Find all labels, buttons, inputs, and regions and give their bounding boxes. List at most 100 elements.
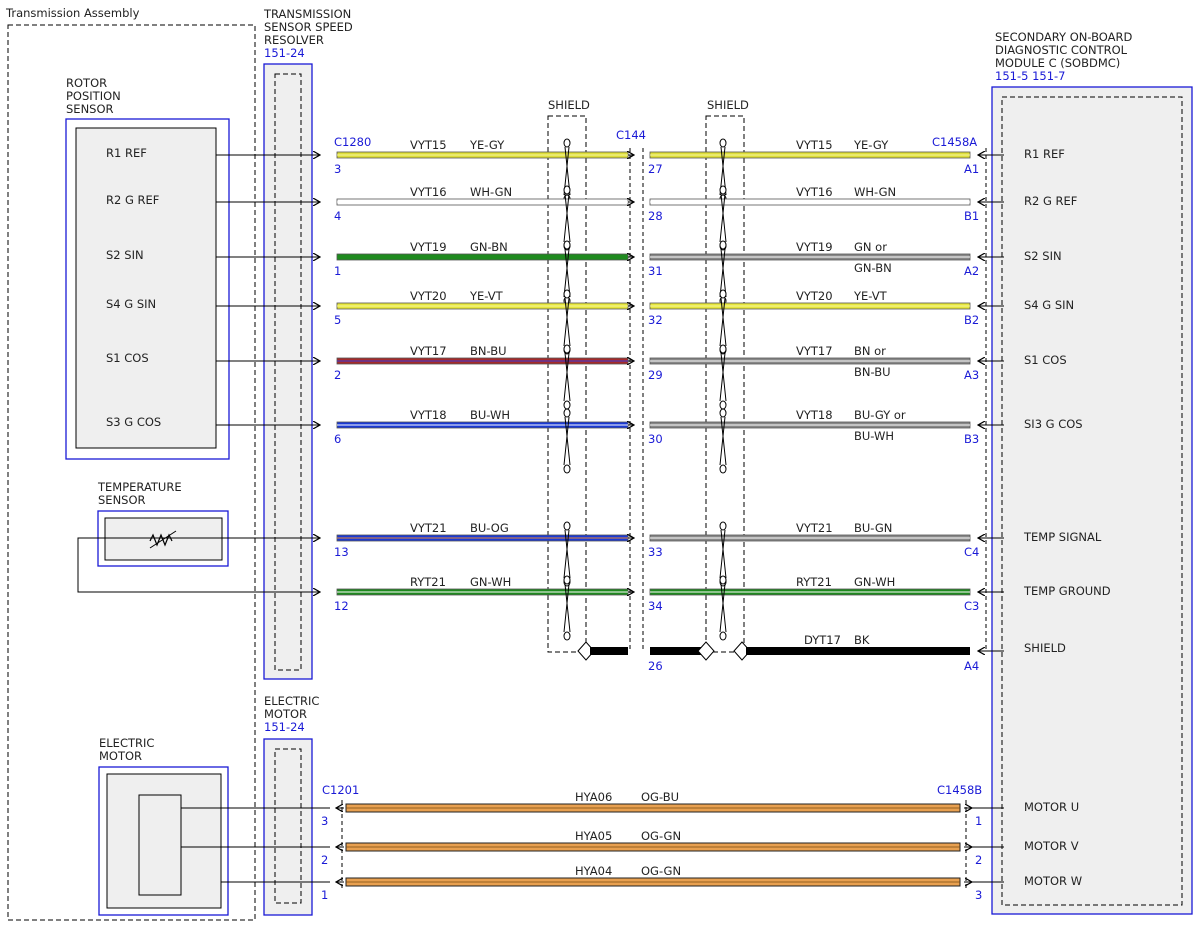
pin-right: 3 xyxy=(975,888,982,902)
pin-label-right: TEMP SIGNAL xyxy=(1023,530,1102,544)
svg-text:MODULE C (SOBDMC): MODULE C (SOBDMC) xyxy=(995,56,1120,70)
pin-mid: 34 xyxy=(648,599,663,613)
color-code-right-alt: BU-WH xyxy=(854,429,894,443)
twist-top xyxy=(563,138,571,148)
twist-top xyxy=(563,185,571,195)
twist-top xyxy=(563,240,571,250)
color-code-left: YE-GY xyxy=(469,138,505,152)
twist-top xyxy=(719,521,727,531)
connector-c1280: C1280 xyxy=(334,135,371,149)
svg-text:MOTOR: MOTOR xyxy=(99,749,142,763)
circuit-id-motor: HYA06 xyxy=(575,790,612,804)
color-code-left: GN-BN xyxy=(470,240,508,254)
shield-wire-2 xyxy=(650,647,705,655)
connector-c1458b: C1458B xyxy=(937,783,982,797)
color-code-right: BU-GY or xyxy=(854,408,906,422)
color-code-left: BU-WH xyxy=(470,408,510,422)
svg-text:151-5 151-7: 151-5 151-7 xyxy=(995,69,1066,83)
pin-left: 2 xyxy=(334,368,341,382)
wire-right xyxy=(649,151,971,159)
twist-bottom xyxy=(719,631,727,641)
shield-twist xyxy=(719,575,727,641)
motor-connector: ELECTRIC MOTOR 151-24 xyxy=(263,694,319,916)
twist-bottom xyxy=(563,400,571,410)
circuit-id-left: VYT18 xyxy=(410,408,447,422)
pin-mid: 30 xyxy=(648,432,663,446)
twist-top xyxy=(719,344,727,354)
color-code-motor: OG-BU xyxy=(641,790,679,804)
shield-diamond xyxy=(697,641,715,661)
twist-top xyxy=(719,185,727,195)
circuit-id-left: VYT21 xyxy=(410,521,447,535)
pin-mid: 32 xyxy=(648,313,663,327)
pin-label-right: S2 SIN xyxy=(1024,249,1062,263)
circuit-id-right: VYT20 xyxy=(796,289,833,303)
pin-label-right: TEMP GROUND xyxy=(1023,584,1111,598)
color-code-right: GN or xyxy=(854,240,887,254)
shield-twist xyxy=(563,408,571,474)
wire-left xyxy=(336,421,629,429)
twist-top xyxy=(563,521,571,531)
temperature-sensor: TEMPERATURE SENSOR xyxy=(97,480,229,567)
circuit-id-left: VYT20 xyxy=(410,289,447,303)
pin-label-right: MOTOR U xyxy=(1024,800,1079,814)
pin-label-right: S1 COS xyxy=(1024,353,1067,367)
pin-right: A1 xyxy=(964,162,979,176)
temp-sensor-loop xyxy=(77,537,320,593)
pin-label-right: SI3 G COS xyxy=(1024,417,1083,431)
color-code-shield: BK xyxy=(854,633,870,647)
twist-top xyxy=(719,289,727,299)
circuit-id-shield: DYT17 xyxy=(804,633,841,647)
svg-text:151-24: 151-24 xyxy=(264,46,305,60)
twist-top xyxy=(563,408,571,418)
circuit-id-left: VYT19 xyxy=(410,240,447,254)
circuit-id-right: VYT15 xyxy=(796,138,833,152)
pin-label-left: S2 SIN xyxy=(106,248,144,262)
circuit-id-right: VYT19 xyxy=(796,240,833,254)
pin-label-left: S4 G SIN xyxy=(106,297,156,311)
color-code-right-alt: BN-BU xyxy=(854,365,891,379)
circuit-id-right: VYT16 xyxy=(796,185,833,199)
pin-left: 4 xyxy=(334,209,341,223)
twist-bottom xyxy=(719,400,727,410)
twist-top xyxy=(719,408,727,418)
twist-lines xyxy=(563,193,571,243)
wire-right xyxy=(649,253,971,261)
pin-right: B3 xyxy=(964,432,979,446)
connector-c1201: C1201 xyxy=(322,783,359,797)
twist-lines xyxy=(563,416,571,466)
svg-text:SHIELD: SHIELD xyxy=(707,98,749,112)
pin-left: 3 xyxy=(321,814,328,828)
shield-twist xyxy=(563,344,571,410)
shield-left: SHIELD xyxy=(547,98,590,653)
twist-top xyxy=(719,138,727,148)
circuit-id-right: RYT21 xyxy=(796,575,832,589)
electric-motor: ELECTRIC MOTOR xyxy=(98,736,229,916)
twist-lines xyxy=(719,529,727,579)
pin-right: 1 xyxy=(975,814,982,828)
pin-mid: 27 xyxy=(648,162,663,176)
pin-label-left: R2 G REF xyxy=(106,193,159,207)
pin-right: C3 xyxy=(964,599,979,613)
twist-lines xyxy=(719,416,727,466)
twist-lines xyxy=(563,583,571,633)
svg-text:SENSOR: SENSOR xyxy=(66,102,114,116)
rotor-position-sensor: ROTOR POSITION SENSOR xyxy=(65,76,230,460)
pin-right: B2 xyxy=(964,313,979,327)
pin-right: B1 xyxy=(964,209,979,223)
twist-lines xyxy=(719,583,727,633)
resolver-connector: TRANSMISSION SENSOR SPEED RESOLVER 151-2… xyxy=(263,7,353,680)
svg-text:TEMPERATURE: TEMPERATURE xyxy=(97,480,182,494)
twist-lines xyxy=(563,248,571,298)
shield-wire-3 xyxy=(746,647,970,655)
transmission-assembly-title: Transmission Assembly xyxy=(5,6,140,20)
shield-twist xyxy=(719,408,727,474)
pin-right: C4 xyxy=(964,545,979,559)
twist-top xyxy=(563,289,571,299)
twist-bottom xyxy=(719,464,727,474)
pin-left: 12 xyxy=(334,599,349,613)
